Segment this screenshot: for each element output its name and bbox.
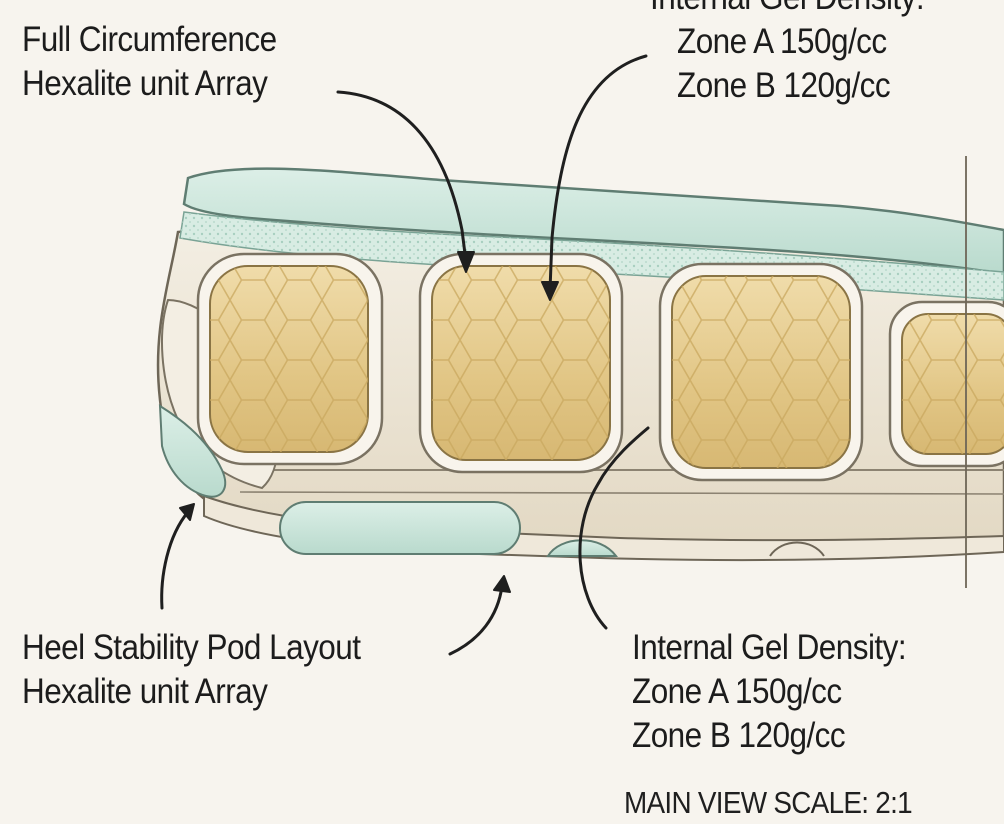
callout-gel-density-top: Internal Gel Density: Zone A 150g/cc Zon… (650, 0, 924, 108)
callout-line: Internal Gel Density: (632, 626, 906, 670)
callout-line: Hexalite unit Array (22, 670, 360, 714)
callout-line: Zone A 150g/cc (650, 20, 924, 64)
callout-line: Hexalite unit Array (22, 62, 277, 106)
stability-pod (280, 502, 520, 554)
callout-line: Zone B 120g/cc (632, 714, 906, 758)
callout-full-circumference: Full Circumference Hexalite unit Array (22, 18, 277, 106)
callout-line: Full Circumference (22, 18, 277, 62)
callout-heel-stability: Heel Stability Pod Layout Hexalite unit … (22, 626, 360, 714)
callout-gel-density-bottom: Internal Gel Density: Zone A 150g/cc Zon… (632, 626, 906, 758)
leader-arrow-heel-array (450, 586, 502, 654)
hexalite-gel-pod (672, 276, 850, 468)
arrowhead-icon (494, 576, 510, 592)
hexalite-gel-pod (902, 314, 1004, 454)
leader-arrow-heel-pod (162, 512, 188, 608)
callout-line: Internal Gel Density: (650, 0, 924, 20)
hexalite-gel-pod (210, 266, 368, 452)
scale-note: MAIN VIEW SCALE: 2:1 (624, 784, 912, 822)
callout-line: Zone B 120g/cc (650, 64, 924, 108)
callout-line: Heel Stability Pod Layout (22, 626, 360, 670)
callout-line: Zone A 150g/cc (632, 670, 906, 714)
hexalite-gel-pod (432, 266, 610, 460)
